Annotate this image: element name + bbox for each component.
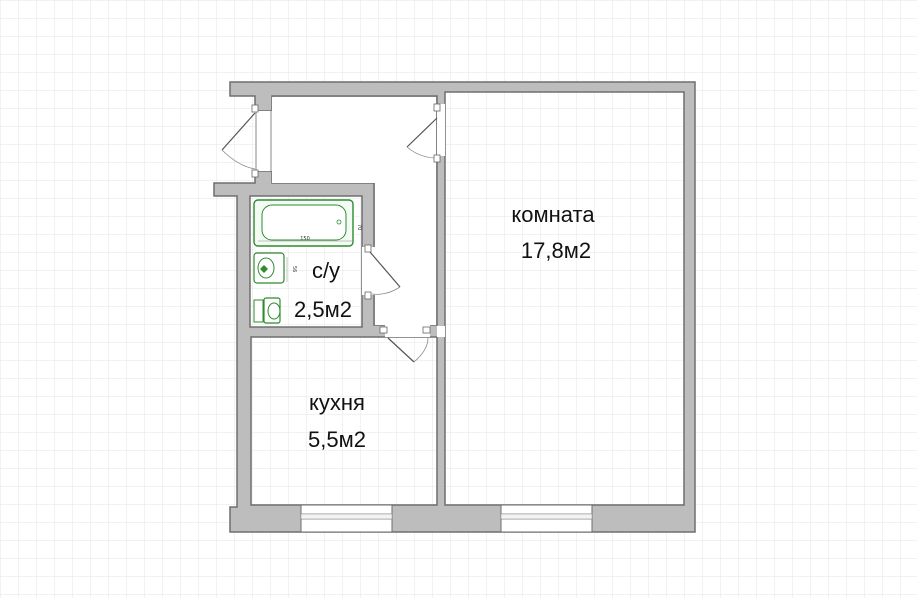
bath-length-label: 150 <box>300 236 310 242</box>
sink: 56 <box>253 252 297 284</box>
room-door <box>406 103 441 163</box>
bathroom-door <box>362 244 401 300</box>
kitchen-door <box>379 325 431 363</box>
kitchen-area: 5,5м2 <box>308 427 366 452</box>
room-area: 17,8м2 <box>521 238 591 263</box>
bathtub: 150 70 <box>253 199 362 247</box>
room-doorway <box>437 104 445 156</box>
kitchen-doorway <box>437 326 445 337</box>
toilet <box>253 297 281 324</box>
bath-width-label: 70 <box>356 224 362 230</box>
kitchen-name: кухня <box>309 390 365 415</box>
sink-width-label: 56 <box>291 266 297 272</box>
bathroom-name: с/у <box>312 258 340 283</box>
kitchen-window <box>300 504 393 533</box>
hallway <box>272 97 436 183</box>
hallway-lower <box>375 183 436 325</box>
room-window <box>500 504 593 533</box>
entrance-door <box>221 104 272 178</box>
room-name: комната <box>511 202 595 227</box>
bathroom-area: 2,5м2 <box>294 297 352 322</box>
